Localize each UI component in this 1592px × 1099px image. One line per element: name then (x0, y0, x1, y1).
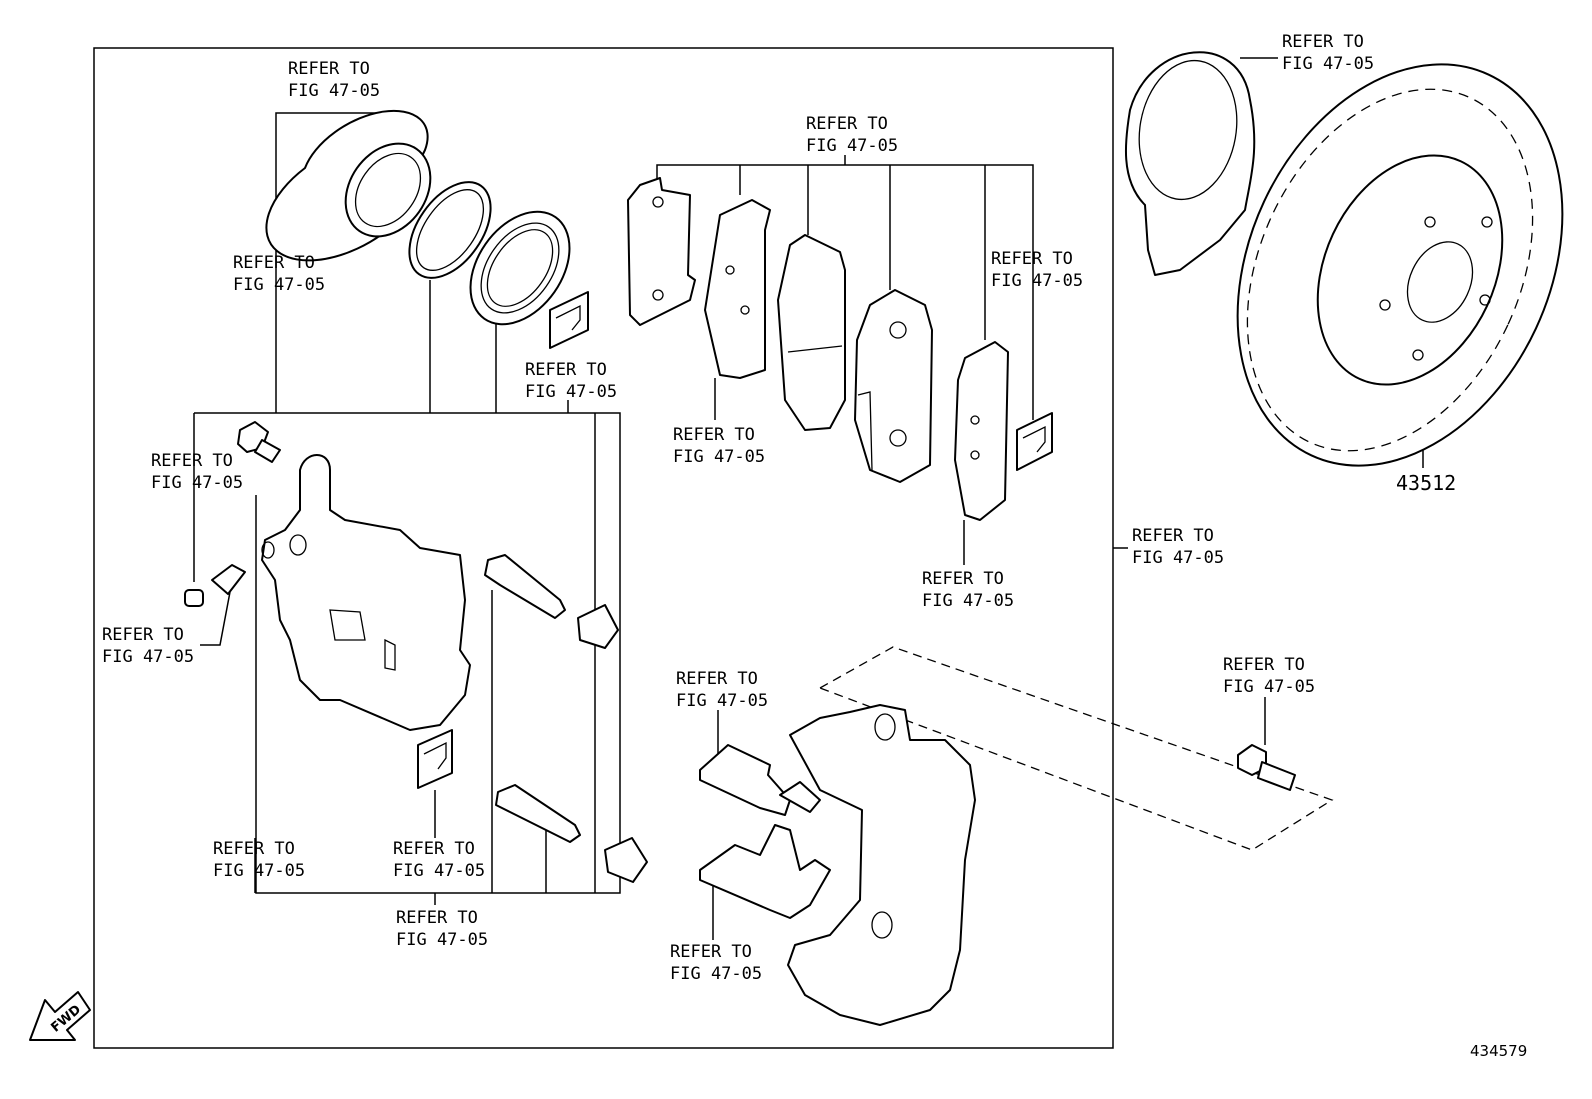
svg-text:REFER TO: REFER TO (676, 669, 758, 689)
anti-squeal-shim-outer (954, 341, 1009, 521)
callout-labels: REFER TO FIG 47-05 REFER TO FIG 47-05 RE… (102, 32, 1527, 1060)
rotor-part-number: 43512 (1396, 471, 1456, 495)
svg-text:FIG 47-05: FIG 47-05 (288, 81, 380, 101)
svg-text:REFER TO: REFER TO (151, 451, 233, 471)
svg-text:FIG 47-05: FIG 47-05 (151, 473, 243, 493)
grease-packet-icon (549, 291, 589, 349)
bracket-bolt (1237, 744, 1296, 791)
grease-packet-icon (417, 729, 453, 789)
guide-pin-boot-upper (577, 604, 619, 649)
svg-text:FIG 47-05: FIG 47-05 (102, 647, 194, 667)
svg-text:FIG 47-05: FIG 47-05 (1223, 677, 1315, 697)
guide-pin-lower (495, 784, 581, 843)
anti-squeal-shim-inner-2 (704, 199, 771, 379)
svg-text:FIG 47-05: FIG 47-05 (1132, 548, 1224, 568)
svg-text:FIG 47-05: FIG 47-05 (213, 861, 305, 881)
svg-text:REFER TO: REFER TO (1223, 655, 1305, 675)
bracket-bolt-dashed-outline (818, 646, 1334, 851)
svg-text:FIG 47-05: FIG 47-05 (806, 136, 898, 156)
svg-text:REFER TO: REFER TO (673, 425, 755, 445)
svg-text:REFER TO: REFER TO (102, 625, 184, 645)
svg-text:REFER TO: REFER TO (806, 114, 888, 134)
svg-text:FIG 47-05: FIG 47-05 (991, 271, 1083, 291)
brake-pad-inner (777, 234, 846, 431)
bleeder-plug (211, 564, 246, 595)
svg-text:REFER TO: REFER TO (1282, 32, 1364, 52)
svg-text:REFER TO: REFER TO (922, 569, 1004, 589)
anti-squeal-shim-inner (627, 177, 696, 326)
guide-pin-boot-lower (604, 837, 648, 883)
diagram-id: 434579 (1470, 1042, 1527, 1060)
svg-text:REFER TO: REFER TO (1132, 526, 1214, 546)
leader-lines (200, 57, 1424, 940)
grease-packet-icon (1016, 412, 1053, 471)
svg-text:REFER TO: REFER TO (396, 908, 478, 928)
svg-text:REFER TO: REFER TO (991, 249, 1073, 269)
brake-pad-outer (854, 289, 933, 483)
fwd-arrow-icon: FWD (29, 991, 91, 1041)
piston-seal (408, 181, 492, 279)
svg-text:FIG 47-05: FIG 47-05 (676, 691, 768, 711)
svg-text:REFER TO: REFER TO (670, 942, 752, 962)
caliper-body (261, 454, 471, 731)
svg-text:REFER TO: REFER TO (288, 59, 370, 79)
svg-text:REFER TO: REFER TO (213, 839, 295, 859)
caliper-bolt (237, 421, 281, 463)
svg-text:REFER TO: REFER TO (525, 360, 607, 380)
svg-text:FIG 47-05: FIG 47-05 (233, 275, 325, 295)
svg-text:FIG 47-05: FIG 47-05 (670, 964, 762, 984)
piston (265, 109, 432, 262)
svg-text:FIG 47-05: FIG 47-05 (922, 591, 1014, 611)
brake-rotor (1236, 63, 1564, 467)
svg-text:FIG 47-05: FIG 47-05 (1282, 54, 1374, 74)
pad-support-plate (699, 824, 831, 919)
svg-text:REFER TO: REFER TO (393, 839, 475, 859)
svg-text:FIG 47-05: FIG 47-05 (525, 382, 617, 402)
guide-pin-upper (484, 554, 566, 619)
svg-text:FIG 47-05: FIG 47-05 (673, 447, 765, 467)
caliper-group-frame (194, 412, 621, 894)
svg-text:REFER TO: REFER TO (233, 253, 315, 273)
disc-dust-shield (1124, 51, 1256, 276)
caliper-mounting-bracket (787, 704, 976, 1026)
svg-text:FIG 47-05: FIG 47-05 (393, 861, 485, 881)
pad-wear-indicator-clips (699, 744, 821, 816)
dust-boot (469, 210, 571, 326)
bleeder-cap (184, 589, 204, 607)
svg-text:FIG 47-05: FIG 47-05 (396, 930, 488, 950)
